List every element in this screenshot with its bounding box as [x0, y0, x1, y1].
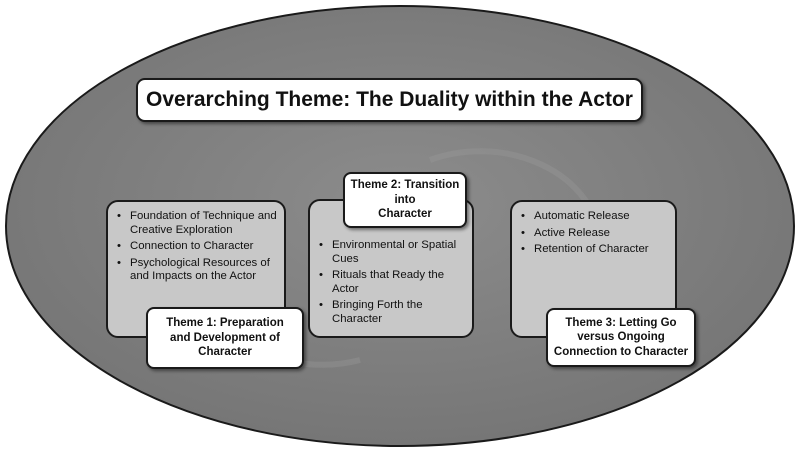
- list-item: Foundation of Technique and Creative Exp…: [116, 210, 278, 237]
- theme-1-items: Foundation of Technique and Creative Exp…: [116, 210, 278, 284]
- theme-1-label-text: Theme 1: Preparation and Development of …: [166, 317, 284, 359]
- list-item: Rituals that Ready the Actor: [318, 269, 466, 296]
- list-item: Connection to Character: [116, 240, 278, 254]
- theme-1-box: Foundation of Technique and Creative Exp…: [106, 200, 286, 338]
- theme-2-label-text: Theme 2: Transition into Character: [350, 179, 460, 221]
- theme-3-label-text: Theme 3: Letting Go versus Ongoing Conne…: [553, 316, 689, 358]
- theme-1-label: Theme 1: Preparation and Development of …: [146, 307, 304, 369]
- theme-2-label: Theme 2: Transition into Character: [343, 172, 467, 228]
- theme-2-items: Environmental or Spatial Cues Rituals th…: [318, 239, 466, 327]
- theme-3-label: Theme 3: Letting Go versus Ongoing Conne…: [546, 308, 696, 367]
- list-item: Automatic Release: [520, 210, 669, 224]
- list-item: Retention of Character: [520, 243, 669, 257]
- list-item: Active Release: [520, 227, 669, 241]
- list-item: Environmental or Spatial Cues: [318, 239, 466, 266]
- overarching-theme-title: Overarching Theme: The Duality within th…: [136, 78, 643, 122]
- theme-3-items: Automatic Release Active Release Retenti…: [520, 210, 669, 257]
- list-item: Bringing Forth the Character: [318, 299, 466, 326]
- list-item: Psychological Resources of and Impacts o…: [116, 257, 278, 284]
